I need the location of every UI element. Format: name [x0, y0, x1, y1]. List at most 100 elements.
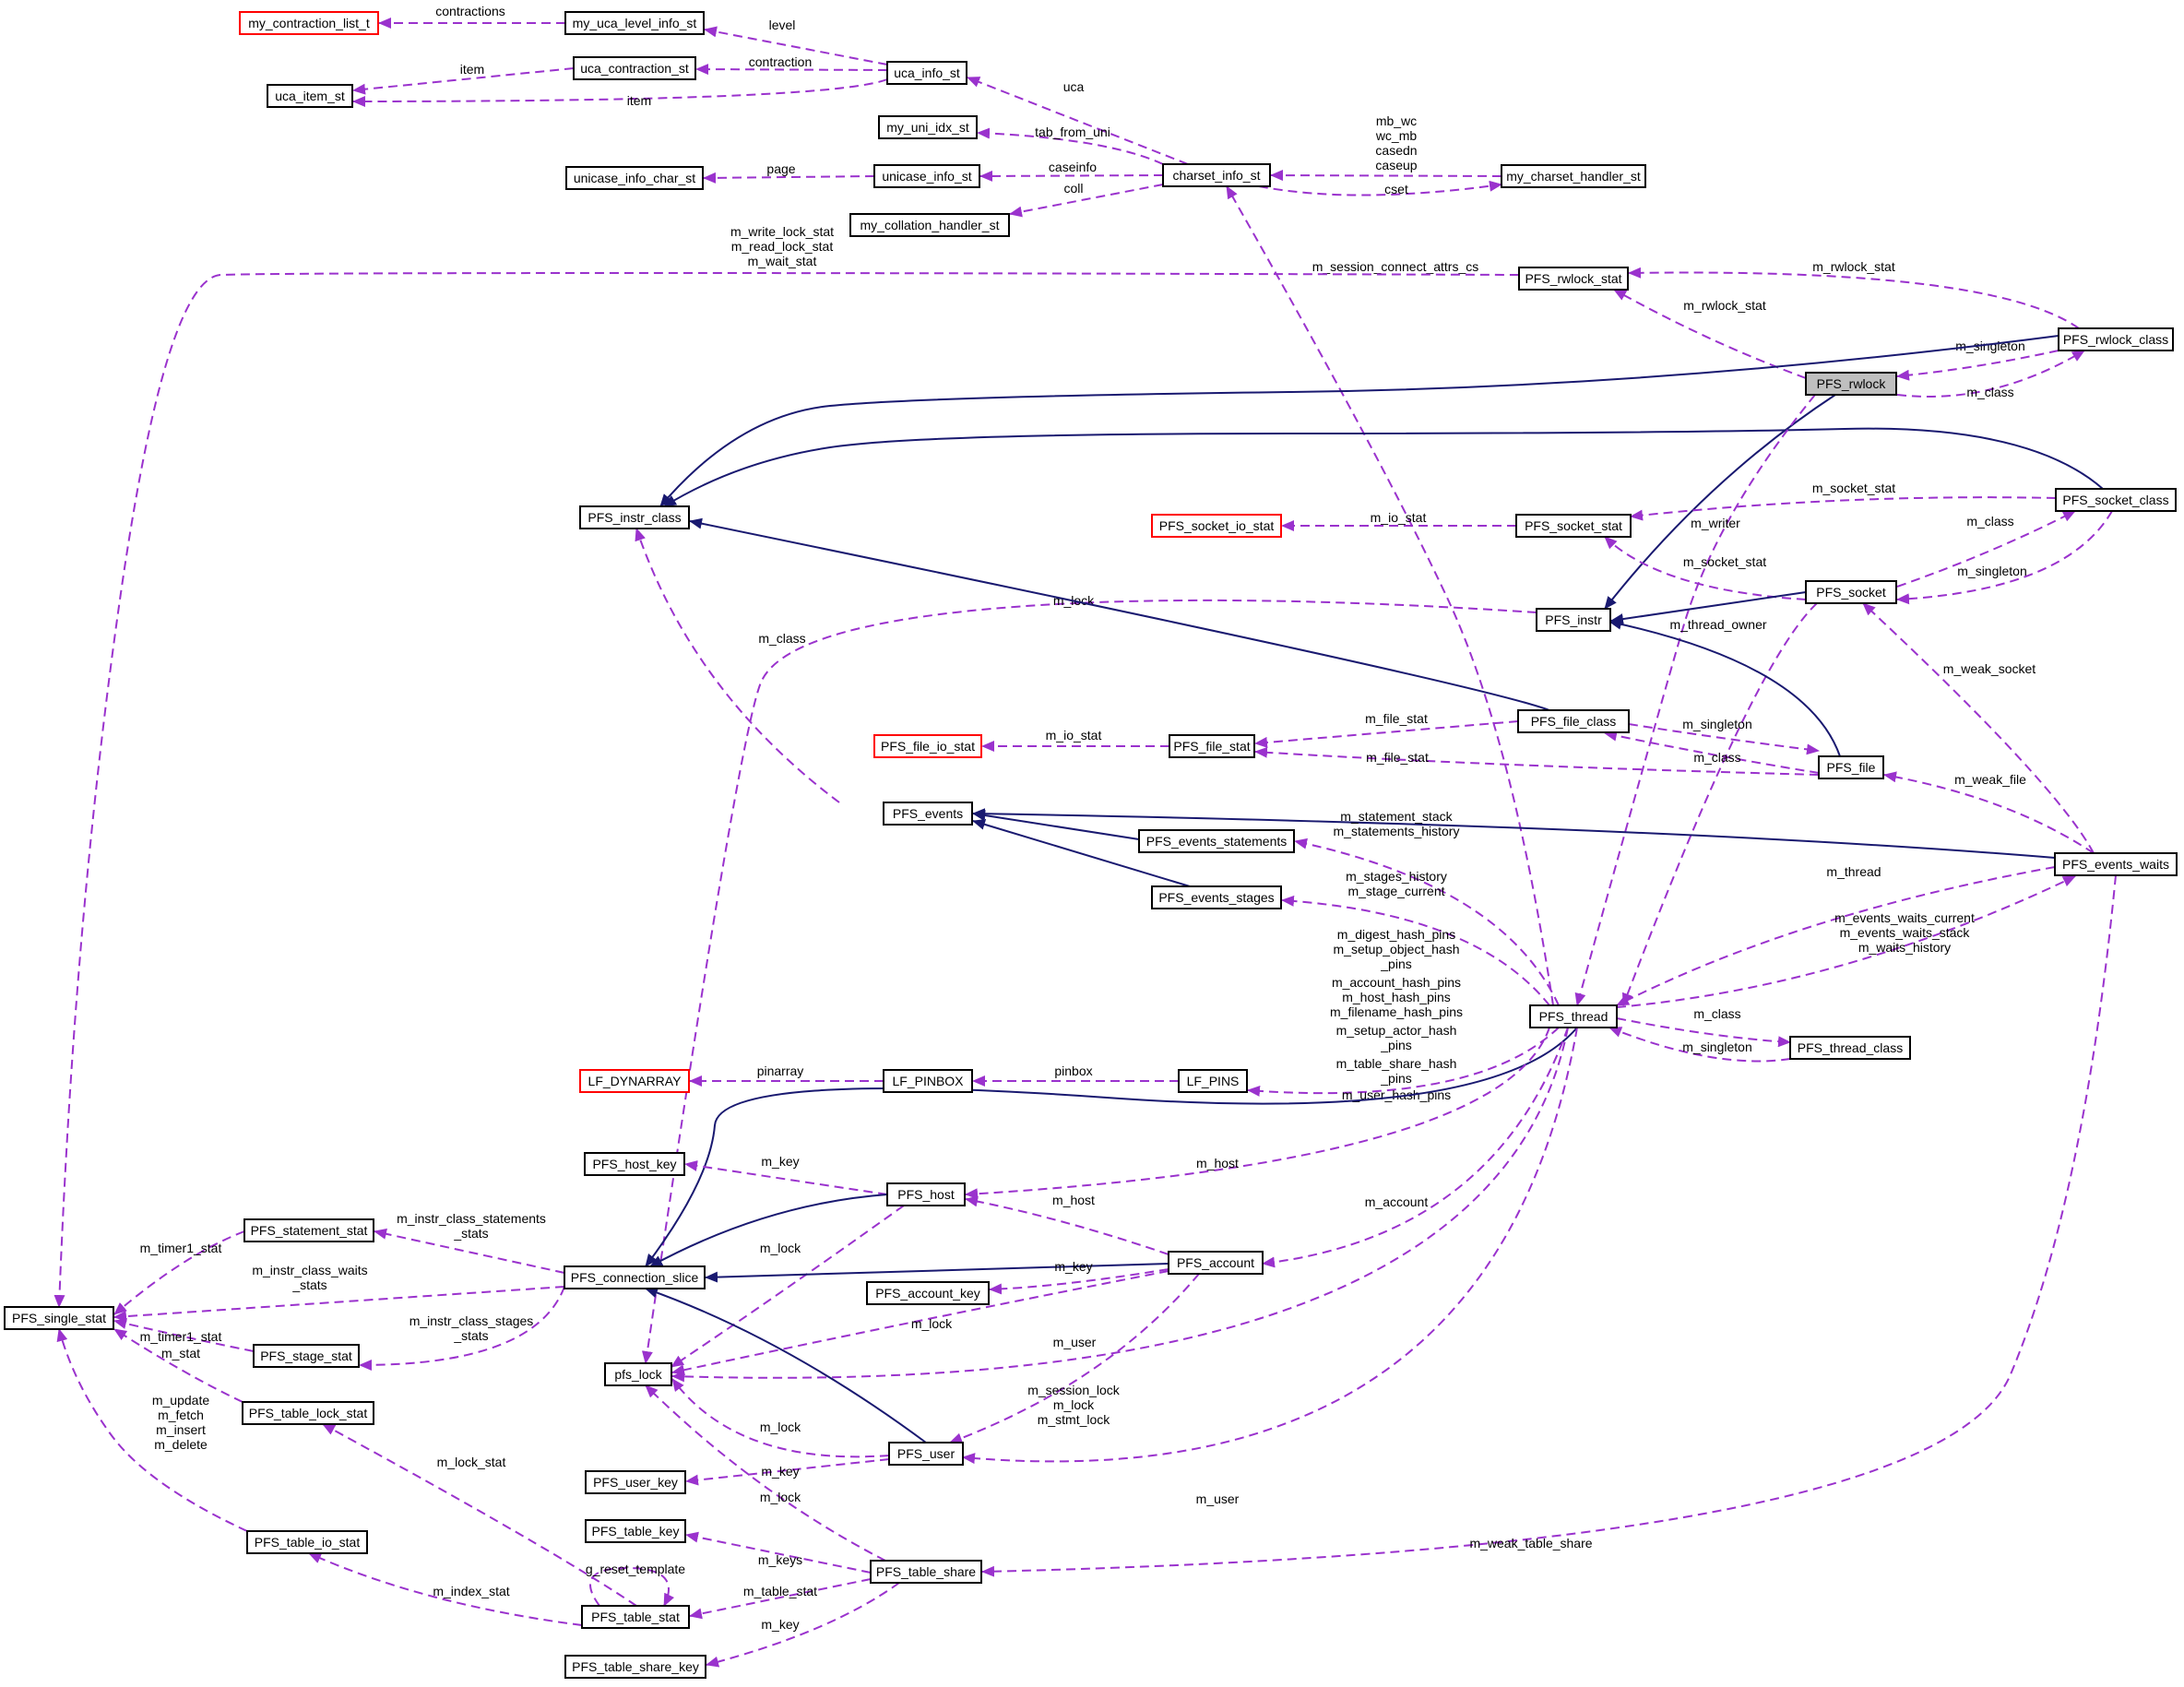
- node-PFS_table_share_key[interactable]: PFS_table_share_key: [564, 1655, 706, 1679]
- node-PFS_user[interactable]: PFS_user: [888, 1442, 964, 1466]
- node-my_collation_handler_st[interactable]: my_collation_handler_st: [849, 213, 1010, 237]
- node-PFS_stage_stat[interactable]: PFS_stage_stat: [253, 1344, 360, 1368]
- node-box[interactable]: [888, 1442, 964, 1466]
- node-box[interactable]: [1169, 734, 1255, 758]
- node-box[interactable]: [2058, 327, 2174, 351]
- node-PFS_table_io_stat[interactable]: PFS_table_io_stat: [246, 1530, 368, 1554]
- node-PFS_user_key[interactable]: PFS_user_key: [585, 1470, 686, 1494]
- node-PFS_file_class[interactable]: PFS_file_class: [1517, 709, 1630, 733]
- node-PFS_thread_class[interactable]: PFS_thread_class: [1789, 1036, 1911, 1060]
- node-LF_PINS[interactable]: LF_PINS: [1178, 1069, 1248, 1093]
- node-box[interactable]: [1138, 829, 1295, 853]
- node-box[interactable]: [584, 1152, 685, 1176]
- node-box[interactable]: [1168, 1251, 1264, 1275]
- node-uca_item_st[interactable]: uca_item_st: [267, 84, 353, 108]
- node-box[interactable]: [873, 734, 982, 758]
- node-PFS_table_lock_stat[interactable]: PFS_table_lock_stat: [242, 1401, 374, 1425]
- node-box[interactable]: [604, 1362, 672, 1386]
- node-box[interactable]: [883, 1069, 973, 1093]
- node-PFS_table_stat[interactable]: PFS_table_stat: [581, 1605, 690, 1629]
- node-my_uni_idx_st[interactable]: my_uni_idx_st: [878, 115, 978, 139]
- node-box[interactable]: [573, 56, 696, 80]
- node-box[interactable]: [242, 1401, 374, 1425]
- node-box[interactable]: [873, 164, 980, 188]
- node-box[interactable]: [585, 1470, 686, 1494]
- node-PFS_account[interactable]: PFS_account: [1168, 1251, 1264, 1275]
- node-PFS_socket_class[interactable]: PFS_socket_class: [2055, 488, 2177, 512]
- node-box[interactable]: [1805, 372, 1897, 396]
- node-PFS_table_key[interactable]: PFS_table_key: [585, 1519, 686, 1543]
- node-PFS_host[interactable]: PFS_host: [886, 1182, 966, 1206]
- node-my_contraction_list_t[interactable]: my_contraction_list_t: [239, 11, 379, 35]
- node-box[interactable]: [866, 1281, 990, 1305]
- node-PFS_account_key[interactable]: PFS_account_key: [866, 1281, 990, 1305]
- node-box[interactable]: [246, 1530, 368, 1554]
- node-LF_PINBOX[interactable]: LF_PINBOX: [883, 1069, 973, 1093]
- node-charset_info_st[interactable]: charset_info_st: [1162, 163, 1271, 187]
- node-box[interactable]: [564, 1265, 706, 1289]
- node-box[interactable]: [579, 1069, 690, 1093]
- node-box[interactable]: [581, 1605, 690, 1629]
- node-box[interactable]: [886, 1182, 966, 1206]
- node-box[interactable]: [849, 213, 1010, 237]
- node-my_uca_level_info_st[interactable]: my_uca_level_info_st: [564, 11, 705, 35]
- node-my_charset_handler_st[interactable]: my_charset_handler_st: [1501, 164, 1646, 188]
- node-box[interactable]: [1529, 1004, 1618, 1028]
- node-PFS_events_waits[interactable]: PFS_events_waits: [2054, 852, 2178, 876]
- node-box[interactable]: [239, 11, 379, 35]
- node-PFS_file[interactable]: PFS_file: [1818, 755, 1884, 779]
- node-PFS_table_share[interactable]: PFS_table_share: [870, 1560, 982, 1584]
- node-PFS_rwlock[interactable]: PFS_rwlock: [1805, 372, 1897, 396]
- node-box[interactable]: [886, 61, 967, 85]
- node-box[interactable]: [2054, 852, 2178, 876]
- node-PFS_file_io_stat[interactable]: PFS_file_io_stat: [873, 734, 982, 758]
- node-PFS_events_statements[interactable]: PFS_events_statements: [1138, 829, 1295, 853]
- node-box[interactable]: [564, 1655, 706, 1679]
- node-PFS_rwlock_stat[interactable]: PFS_rwlock_stat: [1518, 267, 1629, 291]
- node-PFS_events_stages[interactable]: PFS_events_stages: [1151, 885, 1282, 909]
- node-PFS_socket_io_stat[interactable]: PFS_socket_io_stat: [1151, 514, 1282, 538]
- node-box[interactable]: [1515, 514, 1632, 538]
- node-box[interactable]: [1151, 514, 1282, 538]
- node-box[interactable]: [1501, 164, 1646, 188]
- node-box[interactable]: [878, 115, 978, 139]
- node-PFS_instr[interactable]: PFS_instr: [1536, 608, 1611, 632]
- node-box[interactable]: [4, 1306, 114, 1330]
- node-box[interactable]: [253, 1344, 360, 1368]
- node-PFS_connection_slice[interactable]: PFS_connection_slice: [564, 1265, 706, 1289]
- node-PFS_thread[interactable]: PFS_thread: [1529, 1004, 1618, 1028]
- node-box[interactable]: [1818, 755, 1884, 779]
- node-pfs_lock[interactable]: pfs_lock: [604, 1362, 672, 1386]
- node-box[interactable]: [243, 1218, 374, 1242]
- node-PFS_rwlock_class[interactable]: PFS_rwlock_class: [2058, 327, 2174, 351]
- node-uca_info_st[interactable]: uca_info_st: [886, 61, 967, 85]
- node-box[interactable]: [564, 11, 705, 35]
- node-box[interactable]: [579, 505, 690, 529]
- node-box[interactable]: [1518, 267, 1629, 291]
- node-LF_DYNARRAY[interactable]: LF_DYNARRAY: [579, 1069, 690, 1093]
- node-PFS_socket[interactable]: PFS_socket: [1805, 580, 1897, 604]
- node-PFS_host_key[interactable]: PFS_host_key: [584, 1152, 685, 1176]
- node-PFS_instr_class[interactable]: PFS_instr_class: [579, 505, 690, 529]
- node-PFS_single_stat[interactable]: PFS_single_stat: [4, 1306, 114, 1330]
- node-box[interactable]: [585, 1519, 686, 1543]
- node-PFS_statement_stat[interactable]: PFS_statement_stat: [243, 1218, 374, 1242]
- node-box[interactable]: [2055, 488, 2177, 512]
- node-box[interactable]: [1805, 580, 1897, 604]
- node-uca_contraction_st[interactable]: uca_contraction_st: [573, 56, 696, 80]
- node-box[interactable]: [1162, 163, 1271, 187]
- node-box[interactable]: [1151, 885, 1282, 909]
- node-PFS_file_stat[interactable]: PFS_file_stat: [1169, 734, 1255, 758]
- node-box[interactable]: [1178, 1069, 1248, 1093]
- node-box[interactable]: [1517, 709, 1630, 733]
- node-box[interactable]: [1789, 1036, 1911, 1060]
- node-box[interactable]: [267, 84, 353, 108]
- node-box[interactable]: [1536, 608, 1611, 632]
- node-PFS_socket_stat[interactable]: PFS_socket_stat: [1515, 514, 1632, 538]
- node-box[interactable]: [883, 802, 973, 826]
- node-PFS_events[interactable]: PFS_events: [883, 802, 973, 826]
- node-unicase_info_char_st[interactable]: unicase_info_char_st: [565, 166, 704, 190]
- node-box[interactable]: [870, 1560, 982, 1584]
- node-unicase_info_st[interactable]: unicase_info_st: [873, 164, 980, 188]
- node-box[interactable]: [565, 166, 704, 190]
